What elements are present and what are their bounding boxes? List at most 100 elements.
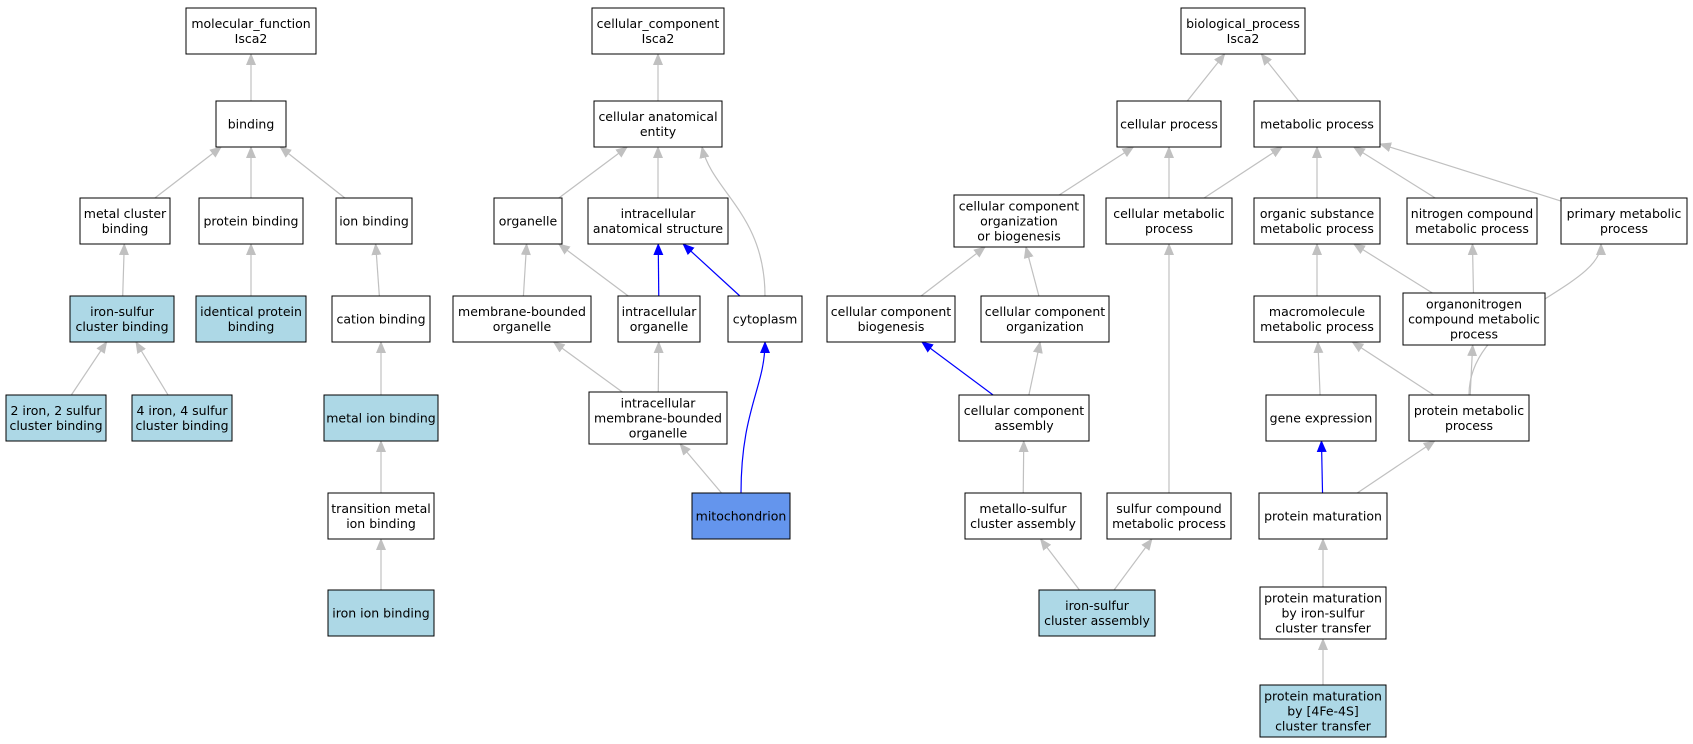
term-label-line: compound metabolic bbox=[1408, 312, 1540, 327]
term-node-ge[interactable]: gene expression bbox=[1265, 394, 1377, 442]
term-label-line: metabolic process bbox=[1260, 319, 1374, 334]
term-node-box bbox=[323, 394, 439, 442]
term-node-cation-binding[interactable]: cation binding bbox=[331, 295, 431, 343]
edge-pm-to-ge bbox=[1316, 440, 1327, 494]
edge-arrow bbox=[279, 146, 346, 199]
term-label-line: nitrogen compound bbox=[1411, 206, 1533, 221]
edge-cation-binding-to-ion-binding bbox=[371, 243, 382, 297]
term-node-box bbox=[727, 295, 803, 343]
term-label-line: cellular_component bbox=[597, 16, 720, 31]
edge-ge-to-macro bbox=[1313, 341, 1324, 396]
term-label-line: sulfur compound bbox=[1116, 501, 1221, 516]
term-node-box bbox=[331, 295, 431, 343]
term-node-box bbox=[69, 295, 175, 343]
term-label-line: iron-sulfur bbox=[1065, 598, 1130, 613]
edge-arrow bbox=[1313, 341, 1324, 396]
edge-arrow bbox=[1113, 538, 1153, 591]
term-label-line: Isca2 bbox=[235, 31, 268, 46]
term-node-pm[interactable]: protein maturation bbox=[1258, 492, 1388, 540]
term-node-box bbox=[1253, 295, 1381, 343]
term-label-line: process bbox=[1450, 327, 1498, 342]
term-node-mito[interactable]: mitochondrion bbox=[691, 492, 791, 540]
term-node-box bbox=[1406, 197, 1538, 245]
term-node-box bbox=[1253, 100, 1381, 148]
term-node-box bbox=[1408, 394, 1530, 442]
term-node-box bbox=[691, 492, 791, 540]
term-label-line: organic substance bbox=[1260, 206, 1375, 221]
term-label-line: gene expression bbox=[1270, 411, 1373, 426]
term-node-box bbox=[953, 194, 1085, 248]
term-label-line: organelle bbox=[629, 426, 688, 441]
term-node-box bbox=[198, 197, 304, 245]
edge-arrow bbox=[1058, 146, 1135, 196]
term-node-ion-binding[interactable]: ion binding bbox=[335, 197, 413, 245]
edge-arrow bbox=[1356, 440, 1436, 494]
term-label-line: organelle bbox=[499, 214, 558, 229]
term-label-line: cellular component bbox=[959, 199, 1079, 214]
term-node-metal-ion[interactable]: metal ion binding bbox=[323, 394, 439, 442]
edge-cco-to-ccob bbox=[1023, 246, 1040, 297]
term-node-box bbox=[215, 100, 287, 148]
term-node-binding[interactable]: binding bbox=[215, 100, 287, 148]
edge-imbo-to-mbo bbox=[552, 341, 623, 393]
edge-mp-to-bp bbox=[1260, 53, 1300, 102]
term-node-box bbox=[1180, 7, 1306, 55]
term-label-line: macromolecule bbox=[1269, 304, 1365, 319]
term-node-box bbox=[1116, 100, 1222, 148]
edge-metal-cluster-to-binding bbox=[154, 146, 222, 199]
edge-ncmp-to-mp bbox=[1352, 146, 1436, 199]
edge-protmp-to-macro bbox=[1351, 341, 1435, 396]
term-node-iron-ion[interactable]: iron ion binding bbox=[327, 589, 435, 637]
term-label-line: intracellular bbox=[622, 304, 698, 319]
edge-cca-to-ccb bbox=[921, 341, 994, 396]
edge-pm-to-protmp bbox=[1356, 440, 1436, 494]
term-node-box bbox=[1253, 197, 1381, 245]
edge-mbo-to-organelle bbox=[520, 243, 531, 297]
edge-imbo-to-io bbox=[653, 341, 664, 393]
term-node-mp[interactable]: metabolic process bbox=[1253, 100, 1381, 148]
term-node-cytoplasm[interactable]: cytoplasm bbox=[727, 295, 803, 343]
term-label-line: 4 iron, 4 sulfur bbox=[136, 403, 228, 418]
term-label-line: metabolic process bbox=[1260, 117, 1374, 132]
term-label-line: organization bbox=[1006, 319, 1084, 334]
term-node-cp[interactable]: cellular process bbox=[1116, 100, 1222, 148]
term-node-box bbox=[1106, 492, 1232, 540]
term-node-protein-binding[interactable]: protein binding bbox=[198, 197, 304, 245]
term-label-line: intracellular bbox=[621, 396, 697, 411]
term-node-box bbox=[588, 391, 728, 445]
edge-arrow bbox=[552, 341, 623, 393]
term-node-organelle[interactable]: organelle bbox=[493, 197, 563, 245]
edge-fe2s2-to-fes-binding bbox=[70, 341, 108, 396]
